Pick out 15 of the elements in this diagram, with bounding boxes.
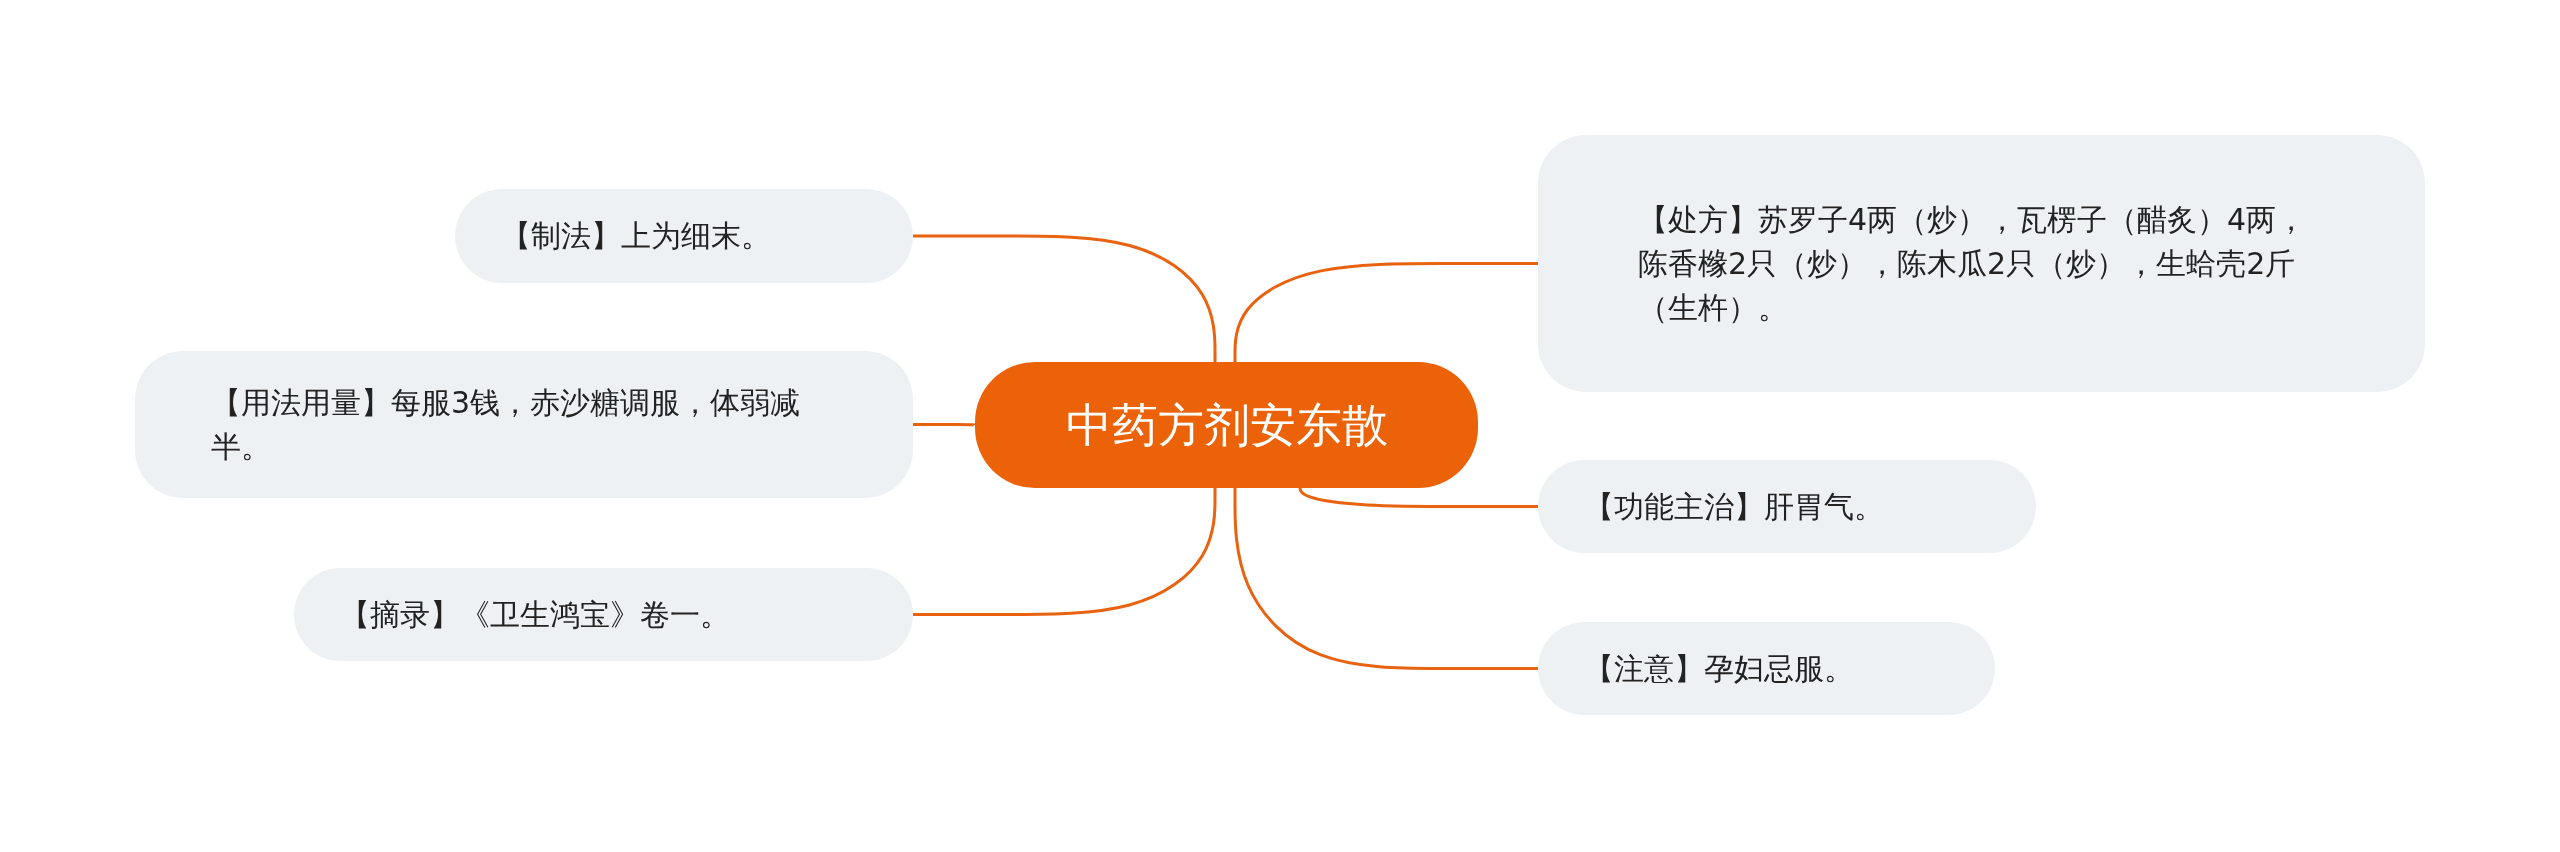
- topic-text: 【制法】上为细末。: [501, 217, 771, 255]
- branch-connector: [913, 488, 1217, 616]
- branch-connector: [913, 423, 977, 427]
- topic-text: 【注意】孕妇忌服。: [1584, 649, 1854, 688]
- topic-bubble: [135, 351, 913, 498]
- topic-text: 中药方剂安东散: [1065, 403, 1388, 447]
- topic-text: 【处方】苏罗子4两（炒），瓦楞子（醋炙）4两，陈香橼2只（炒），陈木瓜2只（炒），生蛤壳2斤（生杵）。: [1638, 200, 2308, 327]
- topic-text: 【功能主治】肝胃气。: [1584, 487, 1884, 526]
- topic-text: 【摘录】《卫生鸿宝》卷一。: [340, 595, 730, 634]
- branch-connector: [1233, 262, 1538, 362]
- branch-connector: [1298, 485, 1538, 508]
- branch-connector: [913, 234, 1217, 362]
- topic-text: 【用法用量】每服3钱，赤沙糖调服，体弱减半。: [211, 383, 802, 466]
- branch-connector: [1233, 488, 1538, 670]
- topic-bubble: [1538, 135, 2425, 392]
